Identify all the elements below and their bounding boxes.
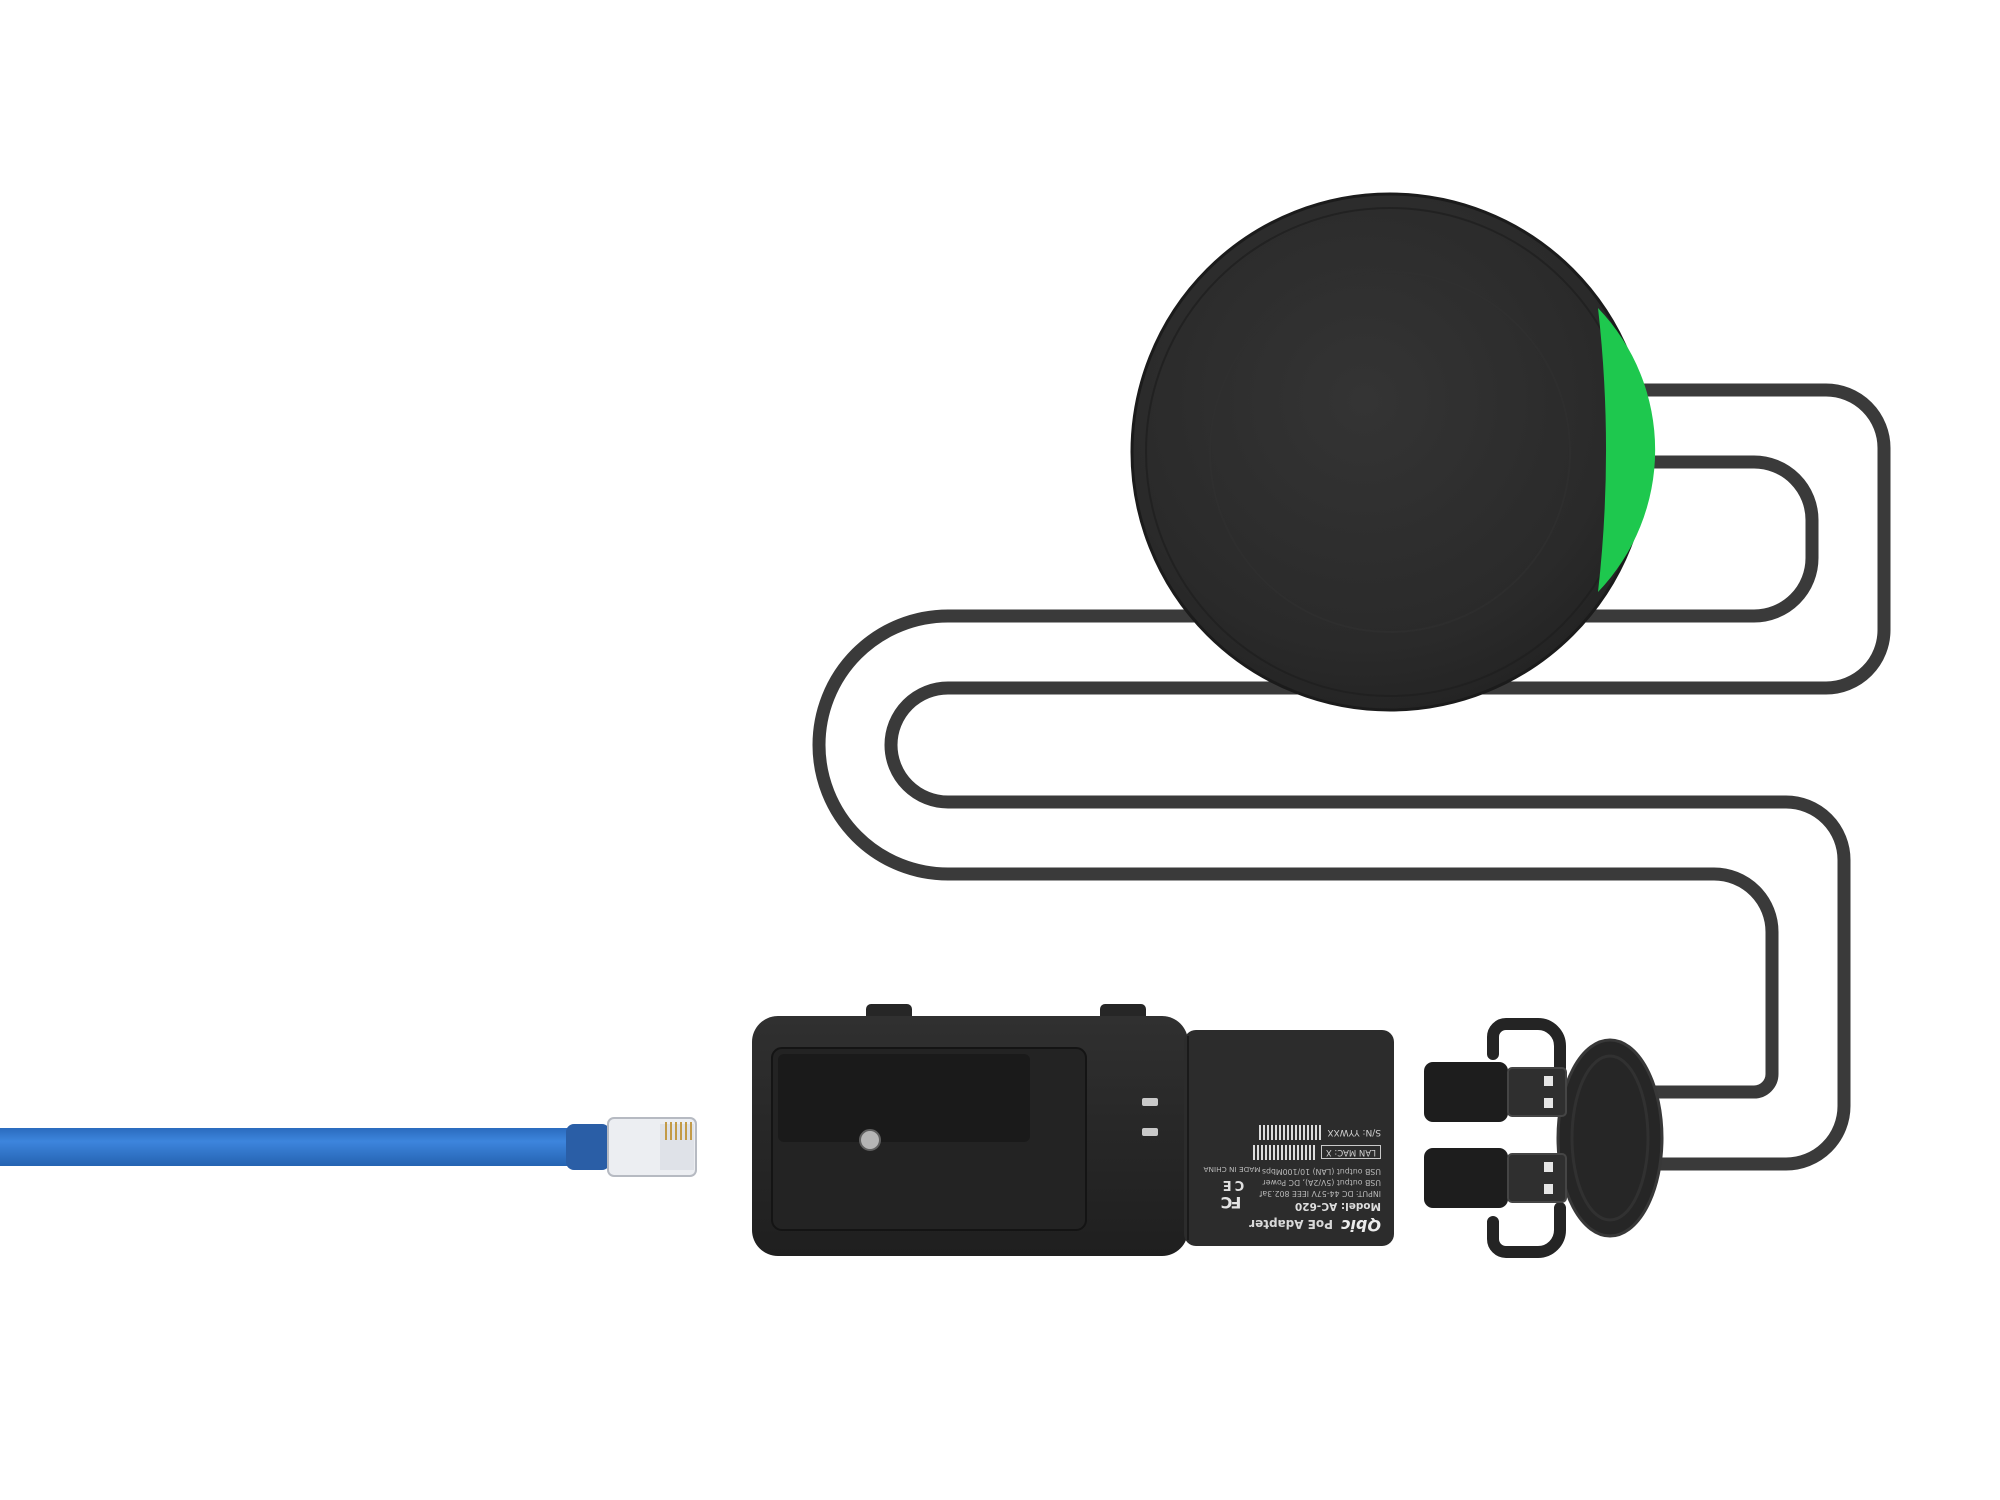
usb-plug-bottom-pin-1 xyxy=(1544,1162,1553,1172)
usb-plug-top-pin-2 xyxy=(1544,1098,1553,1108)
cable-boot xyxy=(566,1124,610,1170)
ethernet-cable xyxy=(0,1128,582,1166)
retention-clip-bottom xyxy=(1487,1202,1566,1258)
green-lens xyxy=(1598,308,1656,592)
label-cert-column: FC CE MADE IN CHINA xyxy=(1199,1165,1265,1212)
rj45-connector xyxy=(607,1117,697,1177)
connector-disc xyxy=(1556,1038,1664,1238)
usb-plug-top-shroud xyxy=(1507,1067,1567,1117)
lan-mac-value: LAN MAC: X xyxy=(1320,1145,1381,1160)
led-window-top xyxy=(1142,1098,1158,1106)
ce-mark-icon: CE xyxy=(1219,1177,1245,1192)
device-cable-strand-inner xyxy=(812,455,1819,1099)
serial-number: S/N: YYWXX xyxy=(1327,1127,1381,1138)
lan-mac-row: LAN MAC: X xyxy=(1199,1145,1381,1160)
usb-plug-bottom-body xyxy=(1424,1148,1508,1208)
lan-mac-barcode xyxy=(1252,1145,1315,1160)
serial-row: S/N: YYWXX xyxy=(1199,1125,1381,1140)
puck-device xyxy=(1130,192,1656,712)
device-cable-strand-outer xyxy=(884,383,1891,1171)
label-header: Qbic PoE Adapter xyxy=(1199,1216,1381,1235)
screw-hole xyxy=(859,1129,881,1151)
usb-lan-spec: USB output (LAN) 10/100Mbps xyxy=(1261,1167,1381,1176)
usb-plug-bottom xyxy=(1424,1148,1567,1208)
serial-barcode xyxy=(1259,1125,1322,1140)
retention-clip-top xyxy=(1487,1018,1566,1074)
rj45-pins xyxy=(665,1122,692,1140)
usb-plug-top xyxy=(1424,1062,1567,1122)
connector-disc-assembly xyxy=(1487,1018,1664,1258)
led-window-bottom xyxy=(1142,1128,1158,1136)
ethernet-cable-assembly xyxy=(0,1117,697,1177)
rj45-port-deep-area xyxy=(778,1054,1030,1142)
made-in-text: MADE IN CHINA xyxy=(1203,1165,1261,1174)
puck-inner-ring xyxy=(1209,271,1571,633)
product-name: PoE Adapter xyxy=(1249,1217,1333,1231)
brand-logo: Qbic xyxy=(1340,1216,1381,1235)
connector-disc-inner-ring xyxy=(1570,1054,1650,1222)
adapter-spec-label: Qbic PoE Adapter Model: AC-620 INPUT: DC… xyxy=(1188,1034,1392,1244)
label-columns: Model: AC-620 INPUT: DC 44-57V IEEE 802.… xyxy=(1199,1165,1381,1212)
label-spec-column: Model: AC-620 INPUT: DC 44-57V IEEE 802.… xyxy=(1259,1165,1381,1212)
fcc-mark-icon: FC xyxy=(1222,1193,1242,1212)
usb-plug-top-pin-1 xyxy=(1544,1076,1553,1086)
usb-plug-bottom-shroud xyxy=(1507,1153,1567,1203)
usb-plug-bottom-pin-2 xyxy=(1544,1184,1553,1194)
usb-power-spec: USB output (5V/2A), DC Power xyxy=(1262,1178,1381,1187)
input-spec: INPUT: DC 44-57V IEEE 802.3af xyxy=(1259,1189,1381,1198)
usb-plug-top-body xyxy=(1424,1062,1508,1122)
model-number: Model: AC-620 xyxy=(1294,1200,1381,1212)
